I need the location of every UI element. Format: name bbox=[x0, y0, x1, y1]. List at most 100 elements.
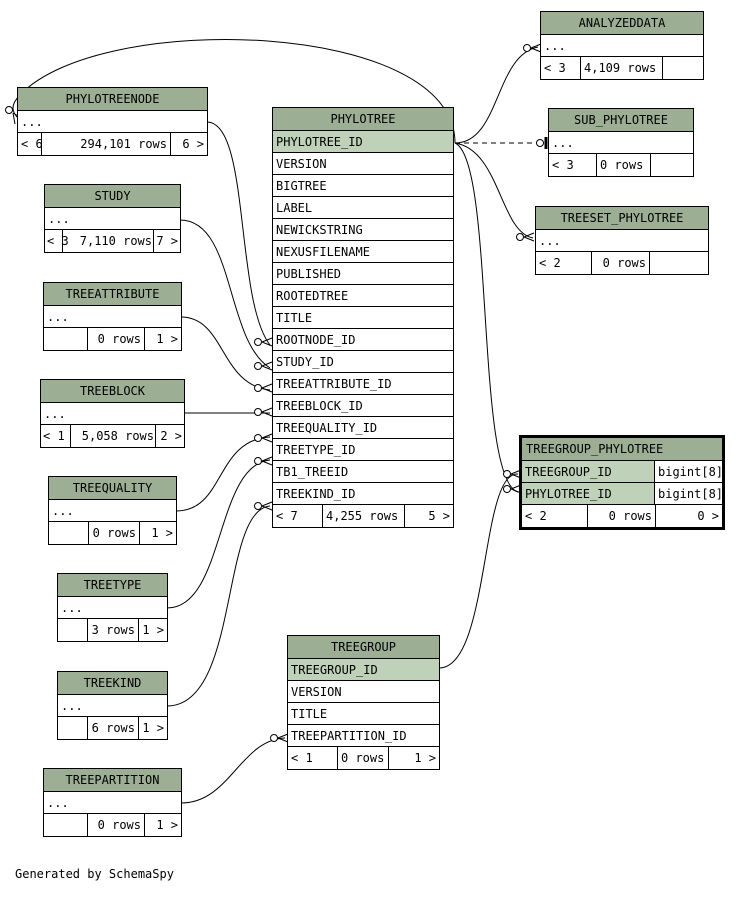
column-version[interactable]: VERSION bbox=[273, 153, 453, 175]
rel-phylotreenode-self bbox=[12, 39, 456, 144]
table-name[interactable]: ANALYZEDDATA bbox=[541, 12, 703, 35]
parent-count[interactable]: < 6 bbox=[18, 133, 43, 155]
table-name[interactable]: TREEGROUP_PHYLOTREE bbox=[522, 438, 722, 461]
parent-count[interactable] bbox=[58, 619, 88, 641]
child-count[interactable]: 1 > bbox=[142, 721, 164, 735]
column-phylotree-id[interactable]: PHYLOTREE_ID bigint[8] bbox=[522, 483, 724, 505]
column-phylotree-id[interactable]: PHYLOTREE_ID bbox=[273, 131, 453, 153]
row-count: 0 rows bbox=[338, 747, 389, 769]
child-count[interactable]: 0 > bbox=[697, 509, 719, 523]
table-name[interactable]: TREEQUALITY bbox=[49, 477, 176, 500]
column-rootedtree[interactable]: ROOTEDTREE bbox=[273, 285, 453, 307]
row-count: 4,109 rows bbox=[581, 57, 663, 79]
table-phylotreenode[interactable]: PHYLOTREENODE ... < 6 294,101 rows 6 > bbox=[17, 87, 208, 156]
column-tb1-treeid[interactable]: TB1_TREEID bbox=[273, 461, 453, 483]
table-body: ... bbox=[45, 208, 180, 230]
table-name[interactable]: TREEKIND bbox=[58, 672, 167, 695]
table-treeset-phylotree[interactable]: TREESET_PHYLOTREE ... < 2 0 rows bbox=[535, 206, 709, 275]
column-treepartition-id[interactable]: TREEPARTITION_ID bbox=[288, 725, 439, 747]
column-treeattribute-id[interactable]: TREEATTRIBUTE_ID bbox=[273, 373, 453, 395]
table-name[interactable]: PHYLOTREE bbox=[273, 108, 453, 131]
column-nexusfilename[interactable]: NEXUSFILENAME bbox=[273, 241, 453, 263]
table-footer: < 2 0 rows bbox=[536, 252, 708, 274]
column-version[interactable]: VERSION bbox=[288, 681, 439, 703]
table-body: ... bbox=[18, 111, 207, 133]
parent-count[interactable]: < 3 bbox=[541, 57, 581, 79]
column-name: TREEGROUP_ID bbox=[522, 461, 655, 482]
column-treeblock-id[interactable]: TREEBLOCK_ID bbox=[273, 395, 453, 417]
child-count[interactable]: 1 > bbox=[151, 526, 173, 540]
parent-count[interactable] bbox=[49, 522, 89, 544]
table-footer: < 3 7,110 rows 7 > bbox=[45, 230, 180, 252]
child-count[interactable]: 1 > bbox=[156, 332, 178, 346]
child-count[interactable]: 5 > bbox=[428, 509, 450, 523]
table-footer: < 6 294,101 rows 6 > bbox=[18, 133, 207, 155]
child-count[interactable]: 2 > bbox=[160, 429, 182, 443]
table-name[interactable]: TREESET_PHYLOTREE bbox=[536, 207, 708, 230]
column-rootnode-id[interactable]: ROOTNODE_ID bbox=[273, 329, 453, 351]
child-count[interactable]: 1 > bbox=[142, 623, 164, 637]
table-sub-phylotree[interactable]: SUB_PHYLOTREE ... < 3 0 rows bbox=[548, 108, 694, 177]
column-treetype-id[interactable]: TREETYPE_ID bbox=[273, 439, 453, 461]
column-published[interactable]: PUBLISHED bbox=[273, 263, 453, 285]
column-bigtree[interactable]: BIGTREE bbox=[273, 175, 453, 197]
parent-count[interactable] bbox=[44, 328, 88, 350]
column-label[interactable]: LABEL bbox=[273, 197, 453, 219]
table-treeblock[interactable]: TREEBLOCK ... < 1 5,058 rows 2 > bbox=[40, 379, 185, 448]
child-count[interactable] bbox=[663, 57, 703, 79]
column-treegroup-id[interactable]: TREEGROUP_ID bigint[8] bbox=[522, 461, 723, 483]
child-count[interactable]: 7 > bbox=[156, 234, 178, 248]
column-treekind-id[interactable]: TREEKIND_ID bbox=[273, 483, 453, 505]
table-name[interactable]: TREEGROUP bbox=[288, 636, 439, 659]
table-name[interactable]: STUDY bbox=[45, 185, 180, 208]
table-name[interactable]: TREEPARTITION bbox=[44, 769, 181, 792]
child-count[interactable] bbox=[651, 154, 693, 176]
table-treetype[interactable]: TREETYPE ... 3 rows 1 > bbox=[57, 573, 168, 642]
rel-treequality bbox=[175, 436, 271, 512]
child-count[interactable]: 1 > bbox=[156, 818, 178, 832]
rel-phylotreenode bbox=[206, 121, 271, 346]
rel-treepartition bbox=[180, 737, 286, 804]
child-count[interactable]: 6 > bbox=[182, 137, 204, 151]
table-name[interactable]: SUB_PHYLOTREE bbox=[549, 109, 693, 132]
table-name[interactable]: TREETYPE bbox=[58, 574, 167, 597]
table-treeattribute[interactable]: TREEATTRIBUTE ... 0 rows 1 > bbox=[43, 282, 182, 351]
column-title[interactable]: TITLE bbox=[288, 703, 439, 725]
table-treekind[interactable]: TREEKIND ... 6 rows 1 > bbox=[57, 671, 168, 740]
parent-count[interactable]: < 2 bbox=[536, 252, 592, 274]
child-count[interactable]: 1 > bbox=[414, 751, 436, 765]
table-body: ... bbox=[58, 597, 167, 619]
table-study[interactable]: STUDY ... < 3 7,110 rows 7 > bbox=[44, 184, 181, 253]
column-newickstring[interactable]: NEWICKSTRING bbox=[273, 219, 453, 241]
column-treegroup-id[interactable]: TREEGROUP_ID bbox=[288, 659, 439, 681]
child-count[interactable] bbox=[650, 252, 708, 274]
column-study-id[interactable]: STUDY_ID bbox=[273, 351, 453, 373]
parent-count[interactable]: < 3 bbox=[549, 154, 597, 176]
parent-count[interactable]: < 1 bbox=[288, 747, 338, 769]
rel-treekind bbox=[166, 505, 271, 707]
table-footer: < 7 4,255 rows 5 > bbox=[273, 505, 453, 527]
parent-count[interactable] bbox=[58, 717, 88, 739]
table-treepartition[interactable]: TREEPARTITION ... 0 rows 1 > bbox=[43, 768, 182, 837]
rel-treegroup-phylotree-treegroup bbox=[438, 473, 519, 669]
table-name[interactable]: TREEBLOCK bbox=[41, 380, 184, 403]
parent-count[interactable] bbox=[44, 814, 88, 836]
parent-count[interactable]: < 3 bbox=[45, 230, 69, 252]
parent-count[interactable]: < 7 bbox=[273, 505, 323, 527]
generated-by-label: Generated by SchemaSpy bbox=[15, 867, 174, 881]
column-title[interactable]: TITLE bbox=[273, 307, 453, 329]
column-treequality-id[interactable]: TREEQUALITY_ID bbox=[273, 417, 453, 439]
table-name[interactable]: TREEATTRIBUTE bbox=[44, 283, 181, 306]
table-name[interactable]: PHYLOTREENODE bbox=[18, 88, 207, 111]
table-body: ... bbox=[49, 500, 176, 522]
table-treegroup-phylotree[interactable]: TREEGROUP_PHYLOTREE TREEGROUP_ID bigint[… bbox=[519, 435, 725, 530]
column-type: bigint[8] bbox=[658, 487, 724, 501]
table-analyzeddata[interactable]: ANALYZEDDATA ... < 3 4,109 rows bbox=[540, 11, 704, 80]
row-count: 3 rows bbox=[88, 619, 139, 641]
table-treequality[interactable]: TREEQUALITY ... 0 rows 1 > bbox=[48, 476, 177, 545]
parent-count[interactable]: < 1 bbox=[41, 425, 71, 447]
parent-count[interactable]: < 2 bbox=[522, 505, 588, 527]
